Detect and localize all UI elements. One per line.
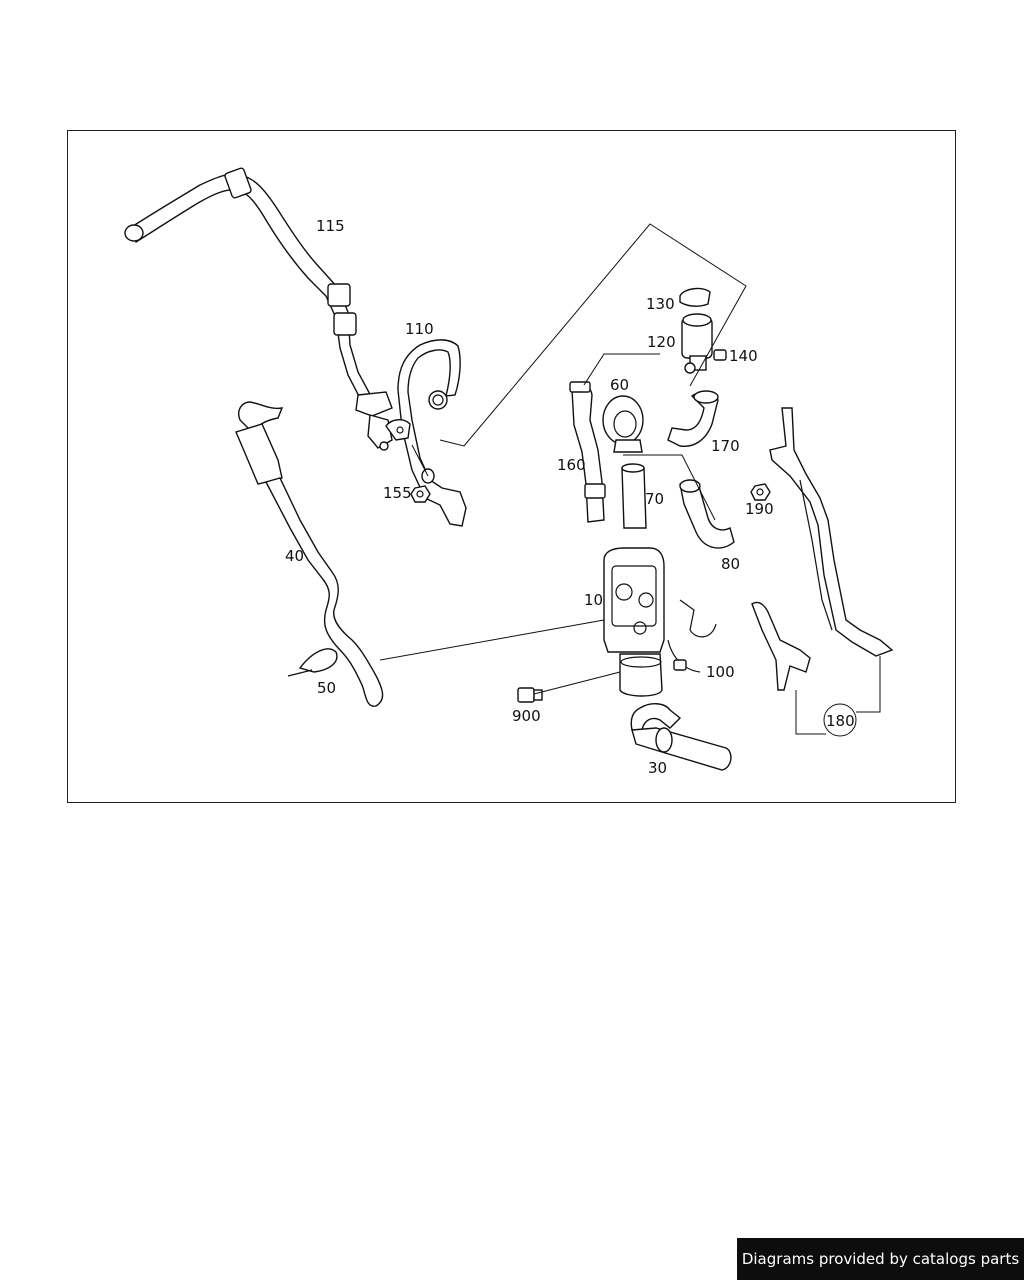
part-190-nut[interactable] <box>750 483 771 501</box>
callout-10: 10 <box>584 591 603 609</box>
diagram-frame <box>67 130 956 803</box>
callout-140: 140 <box>729 347 758 365</box>
callout-180: 180 <box>826 712 855 730</box>
callout-130: 130 <box>646 295 675 313</box>
part-110-hose[interactable] <box>385 339 467 527</box>
part-70-pipe[interactable] <box>621 463 647 529</box>
part-170-hose[interactable] <box>667 390 719 447</box>
part-100-connector[interactable] <box>667 639 701 673</box>
callout-40: 40 <box>285 547 304 565</box>
part-50-cable-tie[interactable] <box>287 648 338 677</box>
part-155-nut[interactable] <box>410 485 431 503</box>
part-115-hose[interactable] <box>124 167 393 451</box>
callout-labels: 115 110 155 40 50 130 120 140 60 170 160… <box>285 217 855 777</box>
callout-100: 100 <box>706 663 735 681</box>
callout-170: 170 <box>711 437 740 455</box>
callout-900: 900 <box>512 707 541 725</box>
part-900-plug[interactable] <box>517 687 543 703</box>
part-130-clamp[interactable] <box>679 287 711 307</box>
callout-115: 115 <box>316 217 345 235</box>
callout-120: 120 <box>647 333 676 351</box>
part-160-hose[interactable] <box>569 381 606 523</box>
part-10-heater-unit[interactable] <box>603 547 717 697</box>
callout-30: 30 <box>648 759 667 777</box>
callout-155: 155 <box>383 484 412 502</box>
leader-lines <box>379 223 881 737</box>
part-40-pipe[interactable] <box>235 401 384 707</box>
part-180-bracket[interactable] <box>751 407 894 691</box>
part-60-pump[interactable] <box>602 395 644 453</box>
callout-190: 190 <box>745 500 774 518</box>
credit-banner: Diagrams provided by catalogs parts <box>737 1238 1024 1280</box>
callout-70: 70 <box>645 490 664 508</box>
callout-60: 60 <box>610 376 629 394</box>
callout-80: 80 <box>721 555 740 573</box>
part-80-hose[interactable] <box>679 479 735 549</box>
callout-160: 160 <box>557 456 586 474</box>
callout-50: 50 <box>317 679 336 697</box>
part-30-exhaust[interactable] <box>630 703 732 771</box>
part-140-clip[interactable] <box>713 349 727 361</box>
part-120-valve[interactable] <box>681 313 713 374</box>
callout-110: 110 <box>405 320 434 338</box>
